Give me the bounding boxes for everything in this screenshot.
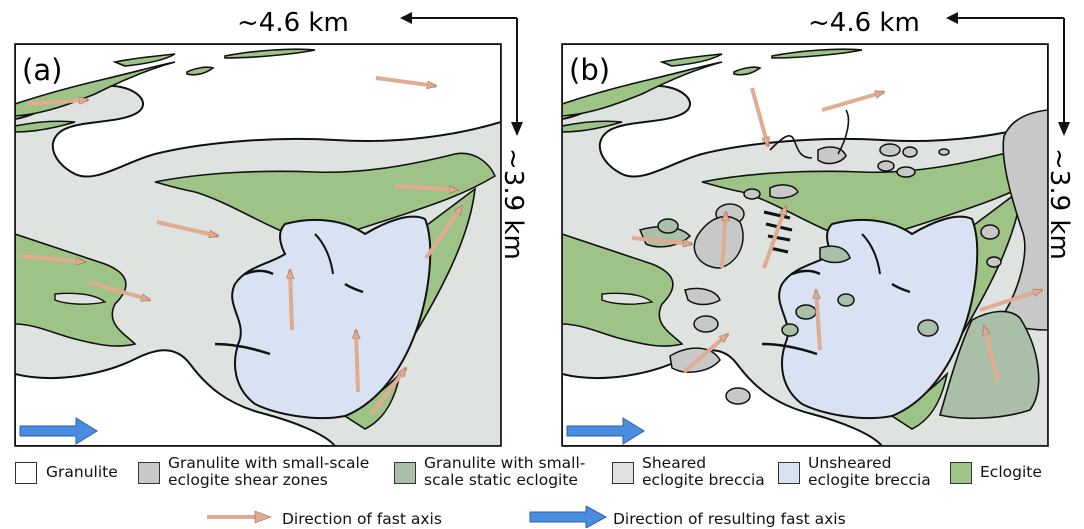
legend-label: Granulite with small-scale static eclogi… [424, 454, 586, 489]
resulting-fast-axis-arrow-a [19, 417, 98, 445]
thick-arrow-icon [529, 506, 608, 528]
swatch-granulite [15, 462, 37, 484]
swatch-granulite-static [394, 462, 416, 484]
scale-bracket-arrow [958, 17, 1065, 124]
width-scale-label: ~4.6 km [808, 8, 920, 38]
width-scale-label: ~4.6 km [237, 8, 349, 38]
panel-b: (b) ~4.6 km ~3.9 km [561, 8, 1074, 447]
resulting-fast-axis-arrow-b [566, 417, 645, 445]
legend-label: Granulite [46, 463, 118, 481]
swatch-unsheared-breccia [778, 462, 800, 484]
legend-arrow-label: Direction of resulting fast axis [613, 510, 846, 528]
legend-label: Eclogite [980, 463, 1042, 481]
height-scale-label: ~3.9 km [498, 148, 528, 260]
panel-label: (b) [569, 53, 610, 87]
swatch-granulite-shear [138, 462, 160, 484]
legend-arrow-label: Direction of fast axis [282, 510, 442, 528]
fast-axis-arrows-a [19, 76, 464, 416]
thin-arrow-icon [207, 510, 272, 524]
panel-label: (a) [22, 53, 62, 87]
swatch-sheared-breccia [612, 462, 634, 484]
swatch-eclogite [950, 462, 972, 484]
height-scale-label: ~3.9 km [1044, 148, 1074, 260]
panel-a: (a) ~4.6 km ~3.9 km [14, 8, 528, 447]
scale-bracket-arrow [412, 17, 518, 124]
